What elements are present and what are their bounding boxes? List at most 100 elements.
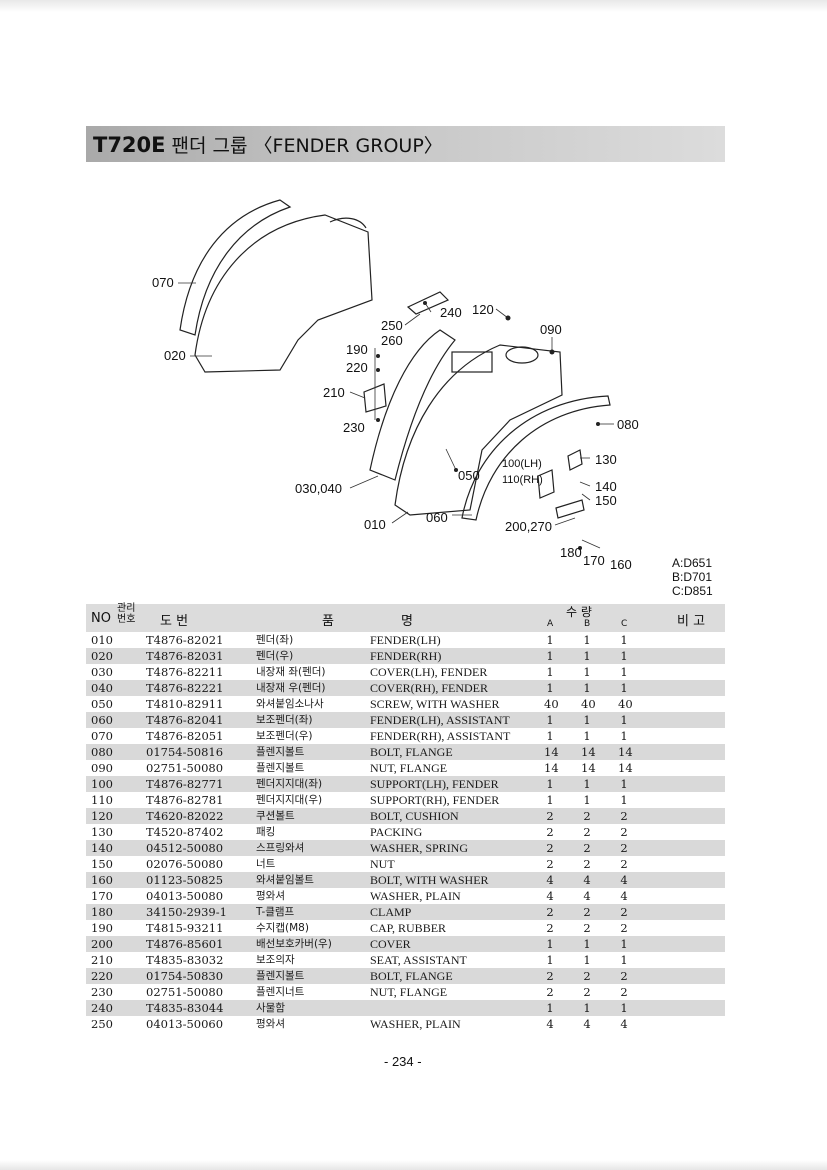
callout-230: 230 (343, 420, 365, 435)
qty-b-cell: 1 (583, 937, 591, 951)
qty-c-cell: 4 (620, 889, 628, 903)
drawing-number-cell: T4815-93211 (146, 921, 224, 935)
part-no-cell: 170 (91, 889, 113, 903)
part-no-cell: 060 (91, 713, 113, 727)
drawing-number-cell: T4835-83032 (146, 953, 224, 967)
qty-b-cell: 1 (583, 953, 591, 967)
qty-c-cell: 14 (618, 745, 633, 759)
qty-b-cell: 4 (583, 889, 591, 903)
fender-support-drawing (537, 469, 555, 499)
drawing-number-cell: T4876-82221 (146, 681, 224, 695)
english-name-cell: SUPPORT(RH), FENDER (370, 793, 500, 807)
korean-name-cell: 스프링와셔 (256, 842, 305, 854)
qty-a-cell: 1 (546, 777, 554, 791)
qty-a-cell: 4 (546, 1017, 554, 1031)
qty-b-cell: 2 (583, 809, 591, 823)
header-qty-b: B (584, 619, 591, 629)
title-band (86, 126, 725, 162)
korean-name-cell: 내장재 우(펜더) (256, 682, 326, 694)
qty-b-cell: 2 (583, 825, 591, 839)
english-name-cell: WASHER, PLAIN (370, 889, 461, 903)
english-name-cell: SEAT, ASSISTANT (370, 953, 467, 967)
qty-a-cell: 1 (546, 633, 554, 647)
korean-name-cell: T-클램프 (256, 906, 295, 918)
callout-200-270: 200,270 (505, 519, 552, 534)
qty-a-cell: 1 (546, 729, 554, 743)
english-name-cell: COVER(RH), FENDER (370, 681, 489, 695)
drawing-number-cell: 34150-2939-1 (146, 905, 227, 919)
variant-legend: A:D651 B:D701 C:D851 (672, 556, 713, 598)
english-name-cell: FENDER(LH), ASSISTANT (370, 713, 510, 727)
drawing-number-cell: 02751-50080 (146, 761, 224, 775)
qty-b-cell: 2 (583, 857, 591, 871)
english-name-cell: COVER (370, 937, 411, 951)
korean-name-cell: 보조펜더(좌) (256, 714, 313, 726)
header-code-bottom: 번호 (117, 614, 136, 625)
part-no-cell: 020 (91, 649, 113, 663)
qty-c-cell: 2 (620, 857, 628, 871)
part-no-cell: 210 (91, 953, 113, 967)
drawing-number-cell: T4876-82771 (146, 777, 224, 791)
korean-name-cell: 플렌지볼트 (256, 970, 305, 982)
qty-a-cell: 1 (546, 665, 554, 679)
header-code-top: 관리 (117, 603, 136, 614)
korean-name-cell: 플렌지볼트 (256, 762, 305, 774)
variant-b: B:D701 (672, 570, 713, 584)
korean-name-cell: 펜더지지대(우) (256, 794, 323, 806)
header-remarks: 비 고 (677, 614, 706, 629)
qty-b-cell: 2 (583, 841, 591, 855)
korean-name-cell: 보조의자 (256, 954, 295, 966)
qty-c-cell: 1 (620, 649, 628, 663)
qty-a-cell: 4 (546, 873, 554, 887)
english-name-cell: SCREW, WITH WASHER (370, 697, 500, 711)
callout-210: 210 (323, 385, 345, 400)
qty-c-cell: 2 (620, 841, 628, 855)
part-no-cell: 180 (91, 905, 113, 919)
qty-b-cell: 4 (583, 1017, 591, 1031)
part-no-cell: 080 (91, 745, 113, 759)
qty-a-cell: 1 (546, 649, 554, 663)
qty-a-cell: 2 (546, 969, 554, 983)
part-no-cell: 010 (91, 633, 113, 647)
qty-c-cell: 2 (620, 905, 628, 919)
variant-a: A:D651 (672, 556, 713, 570)
callout-240: 240 (440, 305, 462, 320)
qty-a-cell: 1 (546, 793, 554, 807)
drawing-number-cell: 04013-50060 (146, 1017, 224, 1031)
qty-c-cell: 1 (620, 793, 628, 807)
korean-name-cell: 평와셔 (256, 1018, 285, 1030)
header-no: NO (91, 611, 111, 626)
qty-c-cell: 1 (620, 777, 628, 791)
group-title: 팬더 그룹 〈FENDER GROUP〉 (171, 135, 443, 157)
drawing-number-cell: T4876-82781 (146, 793, 224, 807)
korean-name-cell: 너트 (256, 858, 276, 870)
qty-a-cell: 4 (546, 889, 554, 903)
callout-100: 100(LH) (502, 458, 542, 470)
english-name-cell: WASHER, SPRING (370, 841, 469, 855)
qty-c-cell: 2 (620, 809, 628, 823)
qty-b-cell: 4 (583, 873, 591, 887)
header-name-right: 명 (401, 614, 413, 629)
drawing-number-cell: T4876-82211 (146, 665, 224, 679)
callout-010: 010 (364, 517, 386, 532)
english-name-cell: CLAMP (370, 905, 412, 919)
header-qty-a: A (547, 619, 554, 629)
callout-120: 120 (472, 302, 494, 317)
drawing-number-cell: 02076-50080 (146, 857, 224, 871)
korean-name-cell: 보조펜더(우) (256, 730, 313, 742)
drawing-number-cell: 01123-50825 (146, 873, 224, 887)
callout-050: 050 (458, 468, 480, 483)
